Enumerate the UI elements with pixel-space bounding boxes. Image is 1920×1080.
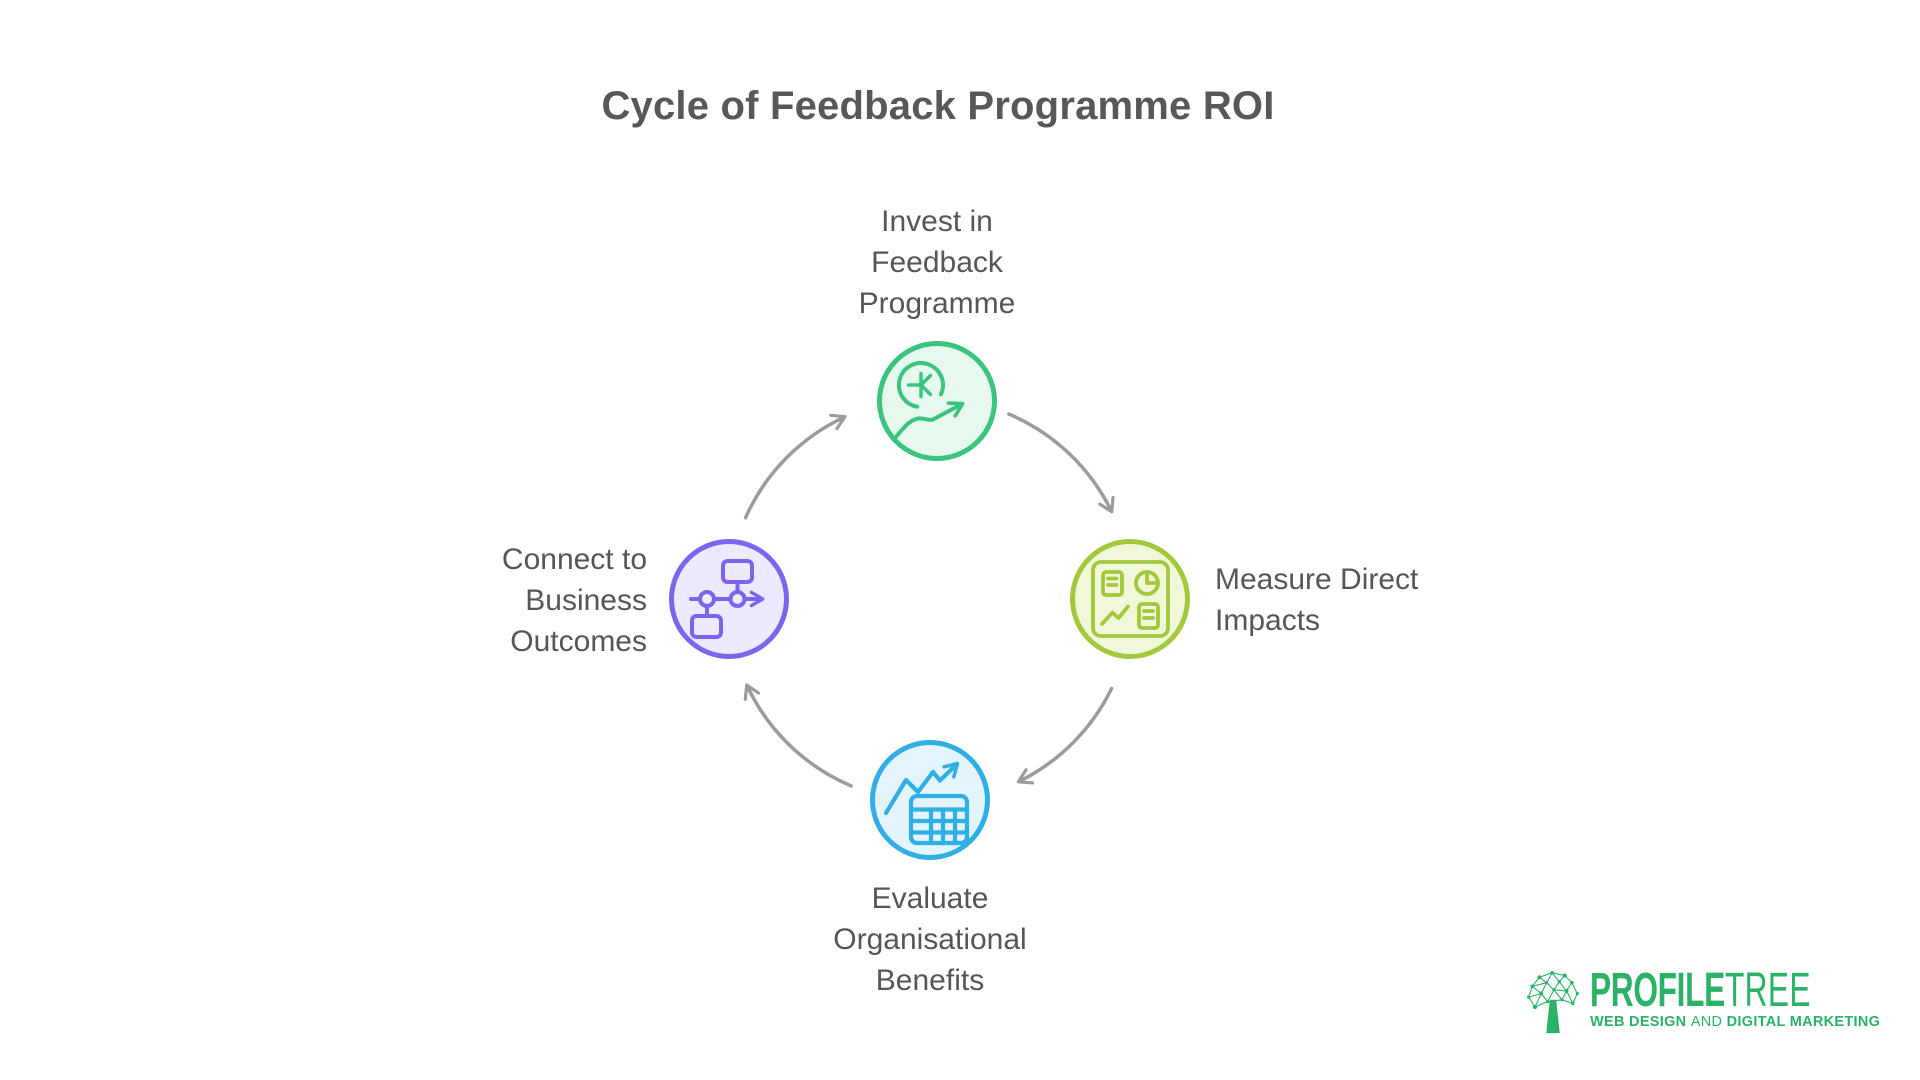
profiletree-logo: PROFILETREE WEB DESIGN AND DIGITAL MARKE… xyxy=(1526,967,1880,1036)
node-connect-label: Connect to Business Outcomes xyxy=(501,543,647,658)
tagline-tail: DIGITAL MARKETING xyxy=(1726,1014,1881,1030)
node-invest-circle xyxy=(877,341,997,461)
analytics-dashboard-icon xyxy=(1091,560,1170,638)
tagline-lead: WEB DESIGN xyxy=(1590,1014,1687,1030)
node-connect-circle xyxy=(669,539,789,659)
arrow-connect-to-invest xyxy=(743,413,847,520)
page-title: Cycle of Feedback Programme ROI xyxy=(601,84,1275,128)
arrow-evaluate-to-connect xyxy=(743,683,853,788)
arrow-measure-to-evaluate xyxy=(1016,686,1114,785)
node-evaluate-circle xyxy=(870,740,990,860)
tagline-and: AND xyxy=(1690,1014,1723,1030)
node-measure-circle xyxy=(1070,539,1190,659)
network-tree-icon xyxy=(1527,971,1579,1034)
node-invest-label: Invest in Feedback Programme xyxy=(858,205,1016,320)
brand-name-light: TREE xyxy=(1724,964,1811,1017)
brand-name-bold: PROFILE xyxy=(1590,964,1725,1017)
flowchart-icon xyxy=(689,559,765,639)
brand-name: PROFILETREE xyxy=(1590,967,1810,1015)
node-measure-label: Measure Direct Impacts xyxy=(1215,563,1419,637)
logo-text: PROFILETREE WEB DESIGN AND DIGITAL MARKE… xyxy=(1590,967,1880,1031)
table-growth-icon xyxy=(883,761,970,846)
coin-growth-icon xyxy=(893,361,965,440)
node-evaluate-label: Evaluate Organisational Benefits xyxy=(833,882,1027,997)
arrow-invest-to-measure xyxy=(1007,412,1115,514)
brand-tagline: WEB DESIGN AND DIGITAL MARKETING xyxy=(1590,1014,1880,1030)
